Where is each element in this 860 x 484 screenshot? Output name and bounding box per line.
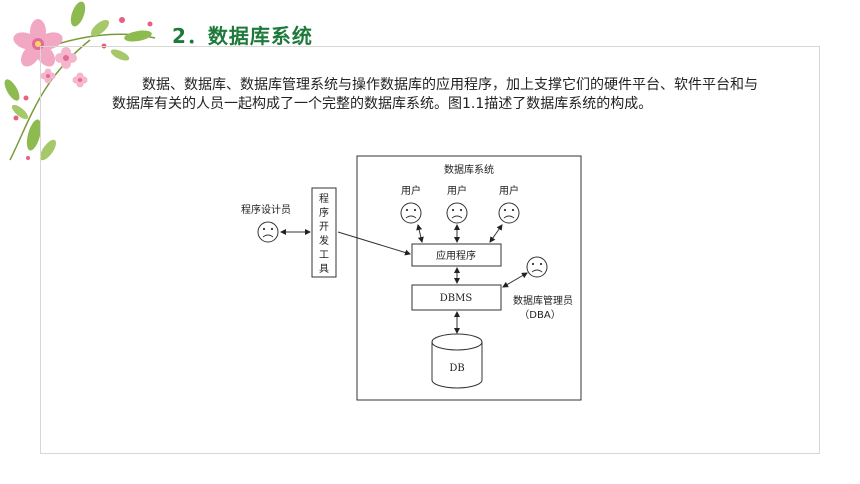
dba-abbr: （DBA）	[519, 309, 560, 321]
dev-tool-box	[311, 187, 337, 278]
programmer-label: 程序设计员	[241, 203, 291, 216]
user-face-icon	[400, 202, 422, 224]
user-face-icon	[446, 202, 468, 224]
dev-tool-char: 开	[319, 222, 329, 233]
user-3: 用户	[498, 184, 520, 224]
dev-tool-char: 程	[319, 193, 329, 205]
dev-tool-char: 发	[319, 234, 329, 247]
dba-face-icon	[526, 256, 548, 278]
section-heading: 2．数据库系统	[172, 24, 313, 48]
db-label: DB	[449, 363, 464, 374]
dev-tool-char: 工	[319, 250, 329, 261]
user-1: 用户	[400, 184, 422, 224]
user-app-arrow	[489, 224, 503, 243]
database-cylinder	[431, 333, 483, 389]
dbms-label: DBMS	[440, 293, 473, 304]
application-box	[411, 243, 502, 267]
user-2: 用户	[446, 184, 468, 224]
application-label: 应用程序	[436, 249, 476, 262]
tool-app-arrow	[337, 231, 411, 256]
floral-decoration	[4, 1, 156, 161]
dev-tool-char: 具	[319, 263, 329, 275]
user-label: 用户	[447, 184, 467, 197]
system-boundary	[356, 155, 582, 401]
system-label: 数据库系统	[444, 163, 494, 176]
user-label: 用户	[401, 184, 421, 197]
dev-tool-char: 序	[319, 206, 329, 219]
body-paragraph: 数据、数据库、数据库管理系统与操作数据库的应用程序，加上支撑它们的硬件平台、软件…	[112, 77, 758, 112]
dba-label: 数据库管理员	[513, 294, 573, 307]
programmer-face-icon	[257, 221, 279, 243]
user-label: 用户	[499, 184, 519, 197]
user-face-icon	[498, 202, 520, 224]
content-frame	[40, 46, 820, 454]
user-app-arrow	[416, 224, 424, 243]
dbms-box	[411, 284, 502, 311]
dba-dbms-arrow	[502, 272, 528, 288]
